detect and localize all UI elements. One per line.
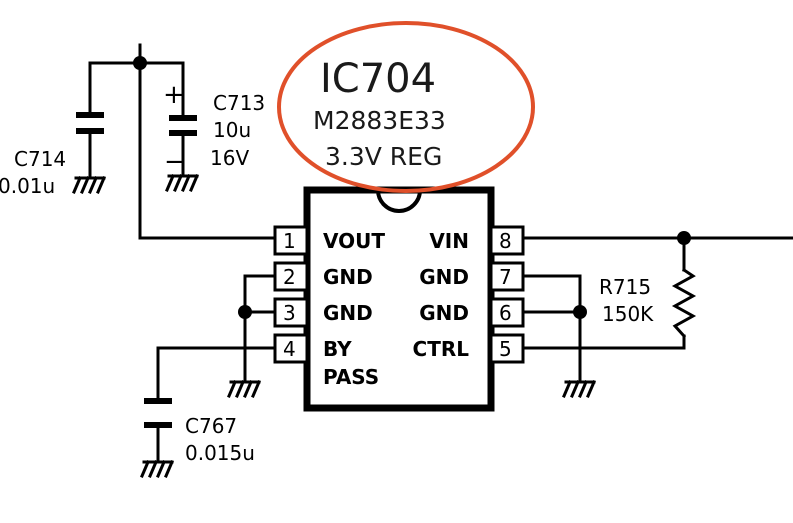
pin-by-label: BY [323,337,352,361]
capacitor-c713: + − C713 10u 16V [163,80,265,192]
c713-value: 10u [213,118,251,142]
ground-icon [227,380,261,398]
ic704-title: IC704 M2883E33 3.3V REG [313,56,446,171]
r715-ref: R715 [599,275,651,299]
highlight-circle [277,21,535,193]
ic-pin-names: VOUT GND GND BY PASS VIN GND GND CTRL [323,229,469,389]
pin-pass-label: PASS [323,365,379,389]
pin-6-number: 6 [499,301,512,325]
capacitor-c767: C767 0.015u [140,398,255,478]
pin-4-number: 4 [283,337,296,361]
ic-function-label: 3.3V REG [325,142,442,171]
ic-pins-right: 8 7 6 5 [489,225,525,364]
pin-8-number: 8 [499,229,512,253]
junction-dot-top [133,56,147,70]
left-ground-wiring [156,274,277,400]
junction-dot-left [238,305,252,319]
pin-gnd-2-label: GND [323,265,373,289]
ground-icon [562,380,596,398]
ic-pins-left: 1 2 3 4 [273,225,309,364]
c767-value: 0.015u [185,441,255,465]
r715-value: 150K [602,302,654,326]
ground-icon [72,176,106,194]
c713-minus: − [164,147,186,177]
ic-ref-label: IC704 [320,56,436,102]
c767-ref: C767 [185,414,237,438]
c714-ref: C714 [14,147,66,171]
pin-7-number: 7 [499,265,512,289]
right-wiring [521,231,793,398]
pin-gnd-7-label: GND [419,265,469,289]
pin-ctrl-label: CTRL [413,337,470,361]
ic-part-label: M2883E33 [313,106,446,135]
ground-icon [140,460,174,478]
top-left-wiring [88,43,277,240]
c714-value: 0.01u [0,174,55,198]
pin-5-number: 5 [499,337,512,361]
c713-ref: C713 [213,91,265,115]
pin-vin-label: VIN [429,229,469,253]
pin-vout-label: VOUT [323,229,385,253]
pin-3-number: 3 [283,301,296,325]
pin-gnd-3-label: GND [323,301,373,325]
capacitor-c714: C714 0.01u [0,112,106,198]
pin-gnd-6-label: GND [419,301,469,325]
c713-voltage: 16V [210,146,249,170]
resistor-r715: R715 150K [599,267,697,339]
pin-1-number: 1 [283,229,296,253]
junction-dot-right [573,305,587,319]
c713-plus: + [163,80,185,110]
ground-icon [165,174,199,192]
pin-2-number: 2 [283,265,296,289]
